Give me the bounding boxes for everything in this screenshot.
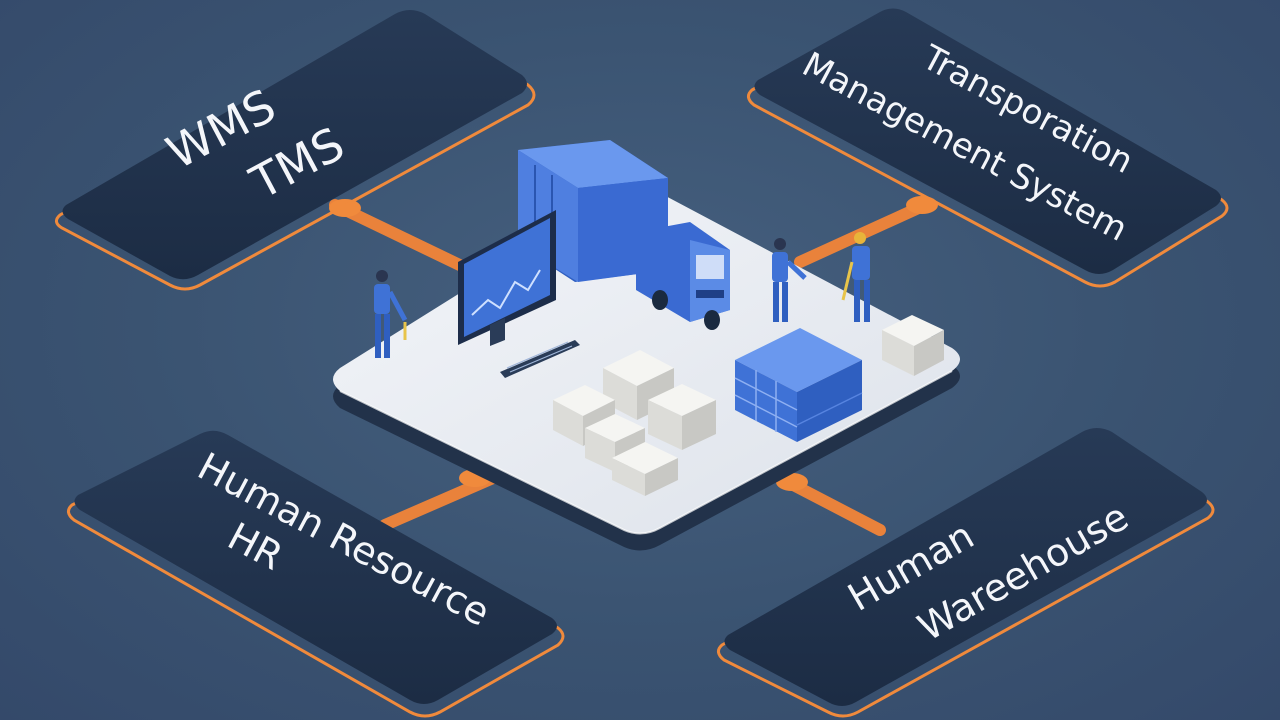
panel-top-left: WMS TMS: [55, 10, 536, 291]
boxes-cluster: [553, 315, 944, 496]
worker-left: [374, 270, 408, 358]
worker-middle: [772, 238, 807, 322]
panel-top-right: Transporation Management System: [747, 8, 1229, 288]
connector-node-top-left: [329, 199, 361, 217]
connector-node-top-right: [906, 196, 938, 214]
pallet-stack: [734, 328, 863, 442]
worker-right: [841, 232, 870, 322]
platform-edge: [339, 370, 953, 535]
monitor-icon: [458, 210, 580, 378]
connector-top-left: [329, 199, 476, 276]
